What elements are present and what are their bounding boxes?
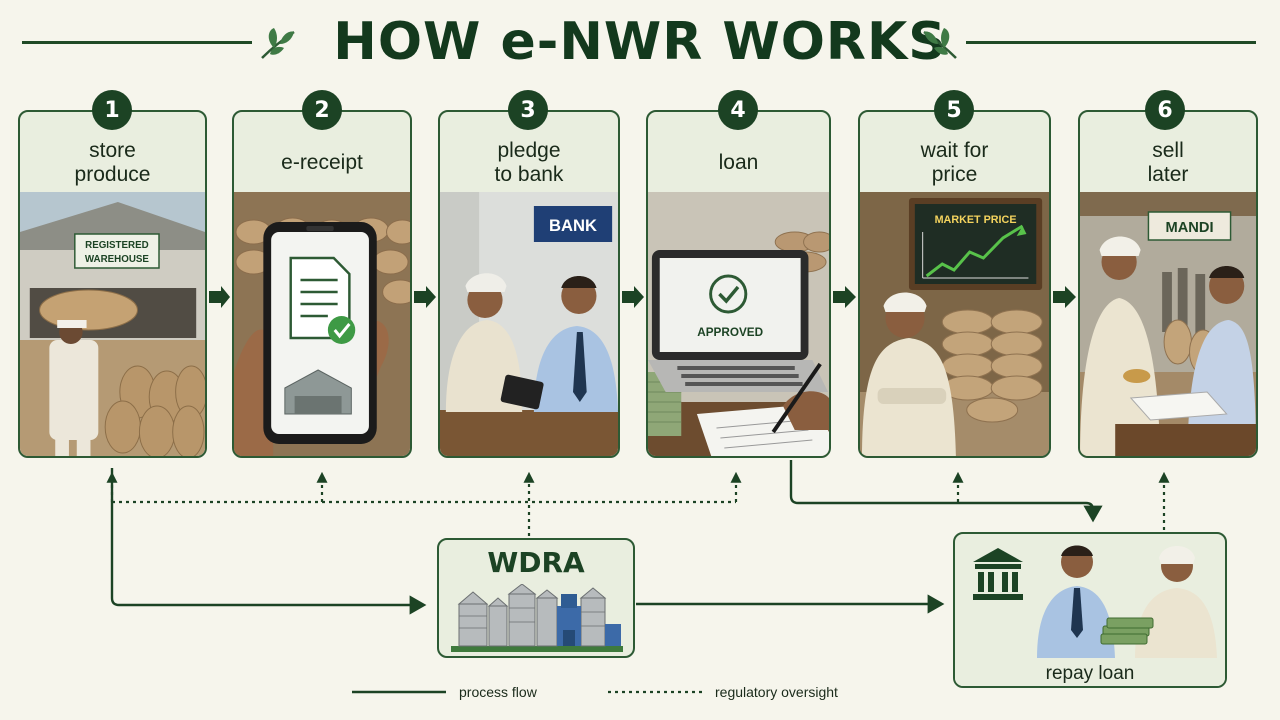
step-number-badge: 1 — [92, 90, 132, 130]
step-label: wait for price — [860, 132, 1049, 194]
step-number-badge: 5 — [934, 90, 974, 130]
warehouse-sign-line2: WAREHOUSE — [85, 254, 149, 265]
mandi-sale-image: MANDI — [1080, 192, 1256, 458]
wdra-label: WDRA — [439, 546, 633, 579]
step-label: sell later — [1080, 132, 1256, 194]
step-card-sell-later: sell later MANDI — [1078, 110, 1258, 458]
oversight-lines — [112, 474, 1164, 536]
step-label: pledge to bank — [440, 132, 618, 194]
repay-loan-box: repay loan — [953, 532, 1227, 688]
flow-arrow — [209, 286, 230, 308]
step-label: store produce — [20, 132, 205, 194]
step-card-e-receipt: e-receipt — [232, 110, 412, 458]
step-number-badge: 4 — [718, 90, 758, 130]
step-number-badge: 6 — [1145, 90, 1185, 130]
repay-loan-label: repay loan — [955, 660, 1225, 688]
legend-regulatory-oversight: regulatory oversight — [715, 684, 838, 700]
bank-icon — [969, 544, 1027, 602]
bank-meeting-image: BANK — [440, 192, 618, 458]
step-number-badge: 2 — [302, 90, 342, 130]
market-price-text: MARKET PRICE — [935, 214, 1017, 226]
repayment-illustration — [1029, 538, 1219, 658]
loan-approved-image: APPROVED — [648, 192, 829, 458]
title-rule-right — [966, 41, 1256, 44]
step-label: e-receipt — [234, 132, 410, 194]
warehouse-sign-line1: REGISTERED — [85, 240, 149, 251]
silo-icon — [451, 584, 623, 654]
flow-arrow — [622, 286, 644, 308]
bank-sign: BANK — [549, 216, 597, 235]
step-number-badge: 3 — [508, 90, 548, 130]
mandi-sign: MANDI — [1165, 220, 1213, 236]
step-card-wait-for-price: wait for price MARKET PRICE — [858, 110, 1051, 458]
wdra-regulator-box: WDRA — [437, 538, 635, 658]
warehouse-image: REGISTERED WAREHOUSE — [20, 192, 205, 458]
step-card-store-produce: store produce REGISTERED WAREHOUSE — [18, 110, 207, 458]
step-card-pledge-to-bank: pledge to bank BANK — [438, 110, 620, 458]
market-price-image: MARKET PRICE — [860, 192, 1049, 458]
phone-receipt-image — [234, 192, 410, 458]
step-card-loan: loan APPROVED — [646, 110, 831, 458]
legend-process-flow: process flow — [459, 684, 537, 700]
leaf-icon — [920, 22, 960, 62]
flow-arrow — [833, 286, 856, 308]
flow-arrow — [414, 286, 436, 308]
flow-arrow — [1053, 286, 1076, 308]
approved-text: APPROVED — [697, 325, 763, 339]
step-label: loan — [648, 132, 829, 194]
